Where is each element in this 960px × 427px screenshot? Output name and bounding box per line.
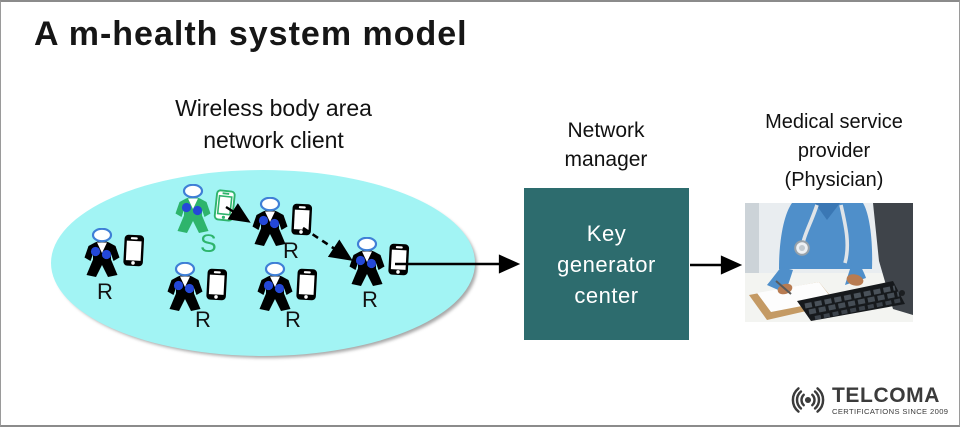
person-with-phone-icon <box>348 237 411 287</box>
wban-label-line2: network client <box>203 127 344 153</box>
sender-node <box>172 184 238 234</box>
receiver-label: R <box>97 279 113 304</box>
kgc-line3: center <box>574 282 639 308</box>
telcoma-logo: TELCOMA CERTIFICATIONS SINCE 2009 <box>787 379 953 421</box>
kgc-line1: Key <box>586 220 627 246</box>
receiver-node-right <box>346 237 412 287</box>
provider-label: Medical service provider (Physician) <box>739 108 929 195</box>
key-generator-center-box: Key generator center <box>524 188 689 340</box>
person-with-phone-icon <box>83 228 146 278</box>
provider-line3: (Physician) <box>784 169 884 191</box>
slide-title: A m-health system model <box>34 15 468 53</box>
wban-label-line1: Wireless body area <box>175 95 372 121</box>
radio-waves-icon <box>791 387 825 413</box>
logo-tagline: CERTIFICATIONS SINCE 2009 <box>832 406 949 416</box>
receiver-node-bottom-2 <box>254 262 320 312</box>
receiver-label: R <box>362 287 378 312</box>
receiver-label: R <box>195 307 211 332</box>
receiver-label: R <box>285 307 301 332</box>
kgc-line2: generator <box>557 251 656 277</box>
receiver-node-bottom-1 <box>164 262 230 312</box>
physician-photo-illustration <box>745 203 913 322</box>
sender-label: S <box>200 230 217 258</box>
person-with-phone-icon <box>166 262 229 312</box>
network-manager-label: Network manager <box>539 116 673 174</box>
network-manager-line2: manager <box>564 148 648 171</box>
provider-line2: provider <box>797 140 871 162</box>
person-with-phone-icon <box>251 197 314 247</box>
person-with-phone-icon <box>256 262 319 312</box>
wban-label: Wireless body area network client <box>126 92 421 156</box>
person-with-phone-icon <box>174 184 237 234</box>
receiver-node-mid-top <box>249 197 315 247</box>
logo-brand: TELCOMA <box>832 383 941 407</box>
physician-photo <box>745 203 913 322</box>
receiver-node-left <box>81 228 147 278</box>
network-manager-line1: Network <box>567 119 645 142</box>
logo-text: TELCOMA CERTIFICATIONS SINCE 2009 <box>832 383 949 416</box>
provider-line1: Medical service <box>765 111 903 133</box>
receiver-label: R <box>283 238 299 263</box>
